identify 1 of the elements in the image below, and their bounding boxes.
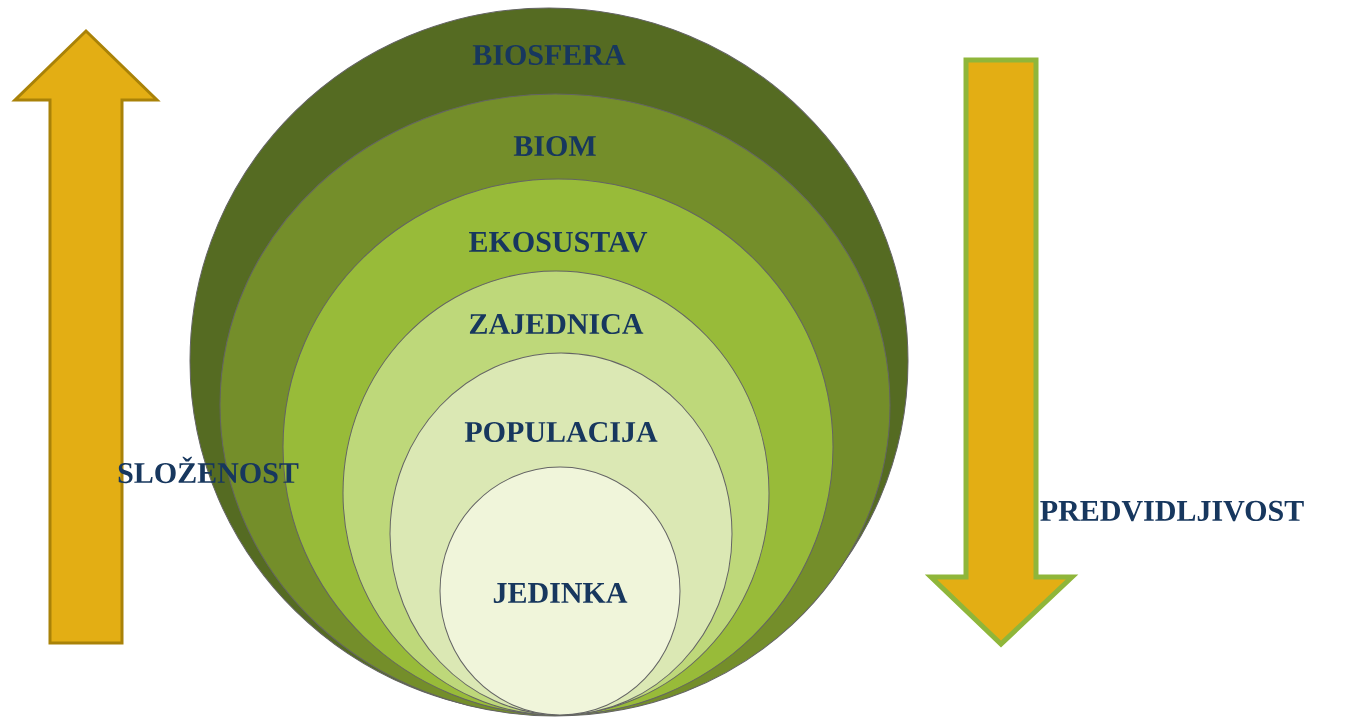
axis-label: PREDVIDLJIVOST <box>1040 500 1304 522</box>
